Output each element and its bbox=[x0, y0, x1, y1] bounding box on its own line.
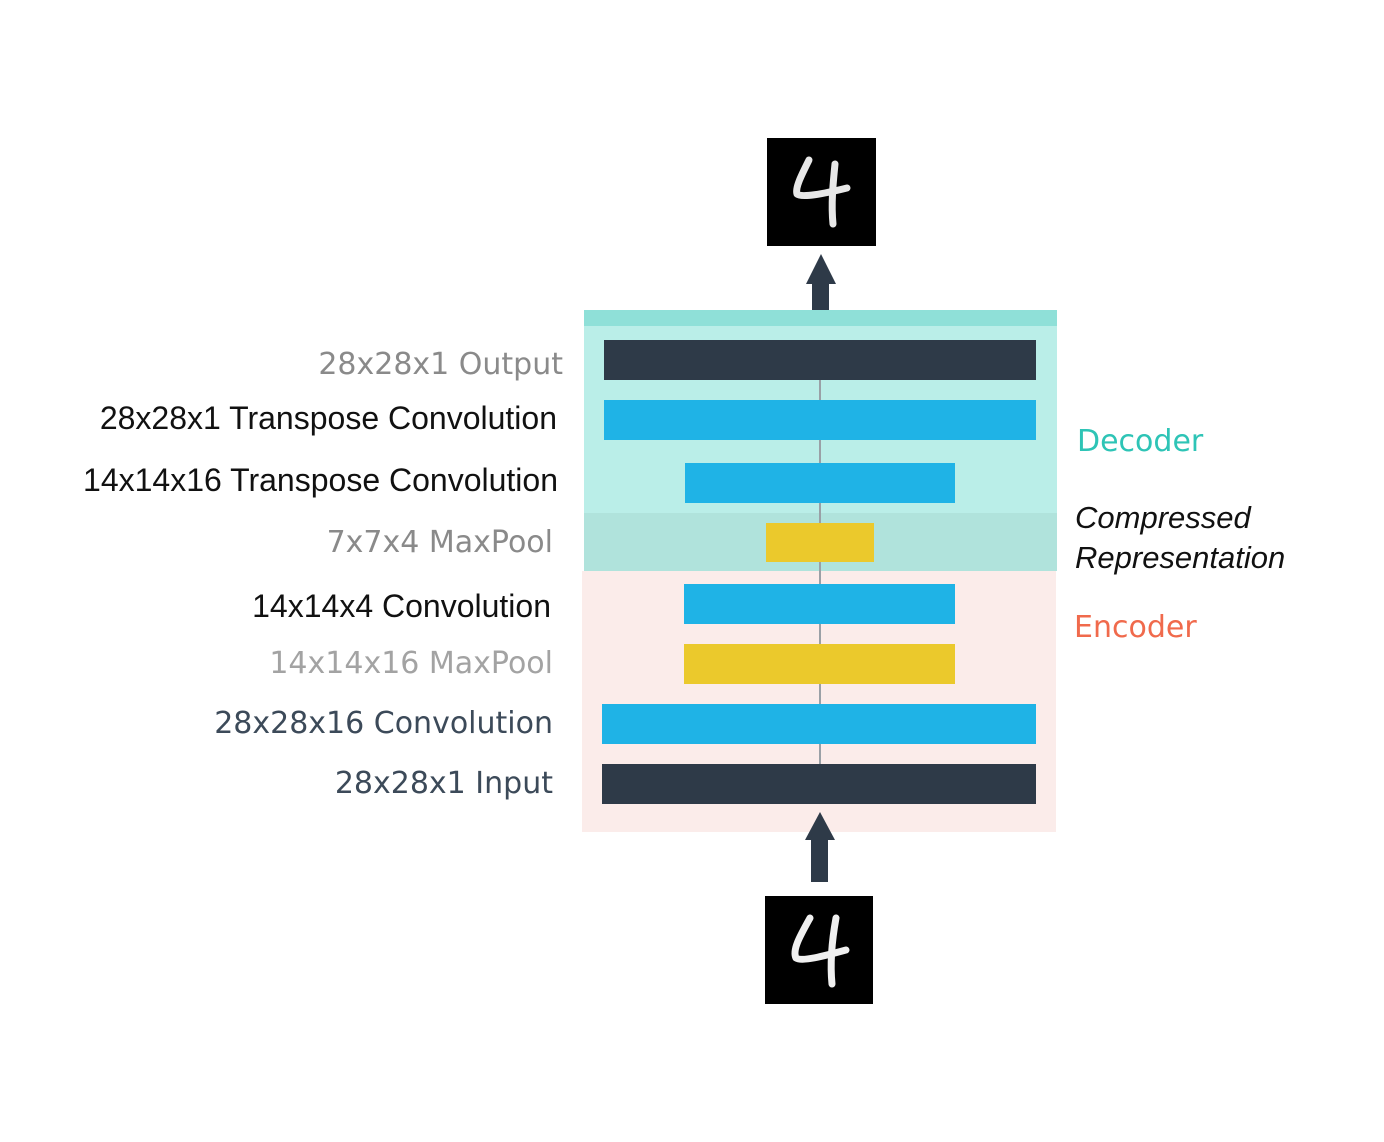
digit-four-icon bbox=[791, 914, 850, 988]
compressed-label-line1: Compressed bbox=[1075, 500, 1251, 535]
layer-label-maxpool-14: 14x14x16 MaxPool bbox=[269, 646, 553, 681]
conv-14x14x4-bar bbox=[684, 584, 955, 624]
layer-label-output: 28x28x1 Output bbox=[318, 347, 563, 382]
center-connector-line bbox=[819, 372, 821, 772]
transpose-conv-28-bar bbox=[604, 400, 1036, 440]
decoder-top-band bbox=[584, 310, 1057, 326]
input-layer-bar bbox=[602, 764, 1036, 804]
decoder-label: Decoder bbox=[1077, 424, 1204, 459]
input-arrow-shaft bbox=[811, 838, 828, 882]
layer-label-transpose-conv-14: 14x14x16 Transpose Convolution bbox=[83, 462, 558, 498]
encoder-label: Encoder bbox=[1074, 610, 1197, 645]
input-digit-image bbox=[765, 896, 873, 1004]
output-arrow-head-icon bbox=[806, 254, 836, 284]
input-arrow-head-icon bbox=[805, 812, 835, 840]
layer-label-input: 28x28x1 Input bbox=[334, 766, 553, 801]
layer-label-conv-14x14x4: 14x14x4 Convolution bbox=[252, 588, 551, 624]
layer-label-transpose-conv-28: 28x28x1 Transpose Convolution bbox=[99, 400, 557, 436]
layer-label-conv-28x28x16: 28x28x16 Convolution bbox=[214, 706, 553, 741]
conv-28x28x16-bar bbox=[602, 704, 1036, 744]
layer-label-maxpool-7: 7x7x4 MaxPool bbox=[326, 525, 553, 560]
output-digit-image bbox=[767, 138, 876, 246]
maxpool-7-bar bbox=[766, 523, 874, 562]
digit-four-icon bbox=[792, 156, 850, 228]
transpose-conv-14-bar bbox=[685, 463, 955, 503]
maxpool-14-bar bbox=[684, 644, 955, 684]
output-layer-bar bbox=[604, 340, 1036, 380]
compressed-label-line2: Representation bbox=[1075, 540, 1286, 575]
